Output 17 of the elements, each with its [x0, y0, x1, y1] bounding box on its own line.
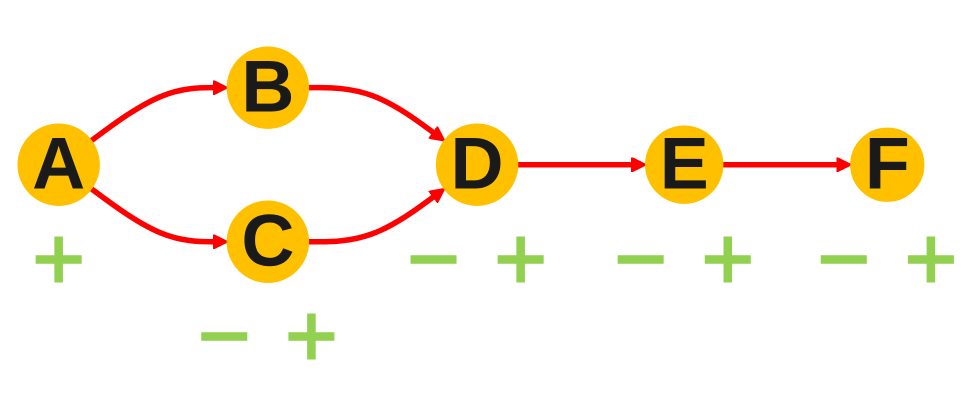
node-circle [850, 128, 924, 202]
sign-label: − + [812, 215, 962, 300]
sign-label: + [28, 215, 90, 300]
node-circle [226, 200, 310, 283]
arrow [517, 156, 647, 173]
sign-label: − + [402, 215, 552, 300]
arrow [90, 80, 228, 144]
node-circle [17, 124, 100, 206]
arrow [308, 188, 446, 245]
arrow [90, 186, 228, 250]
node-circle [645, 126, 724, 204]
sign-label: − + [610, 215, 759, 300]
sign-label: − + [194, 292, 342, 378]
node-circle [226, 46, 310, 129]
node-circle [436, 124, 518, 206]
arrow [722, 156, 852, 173]
arrow [308, 84, 446, 142]
